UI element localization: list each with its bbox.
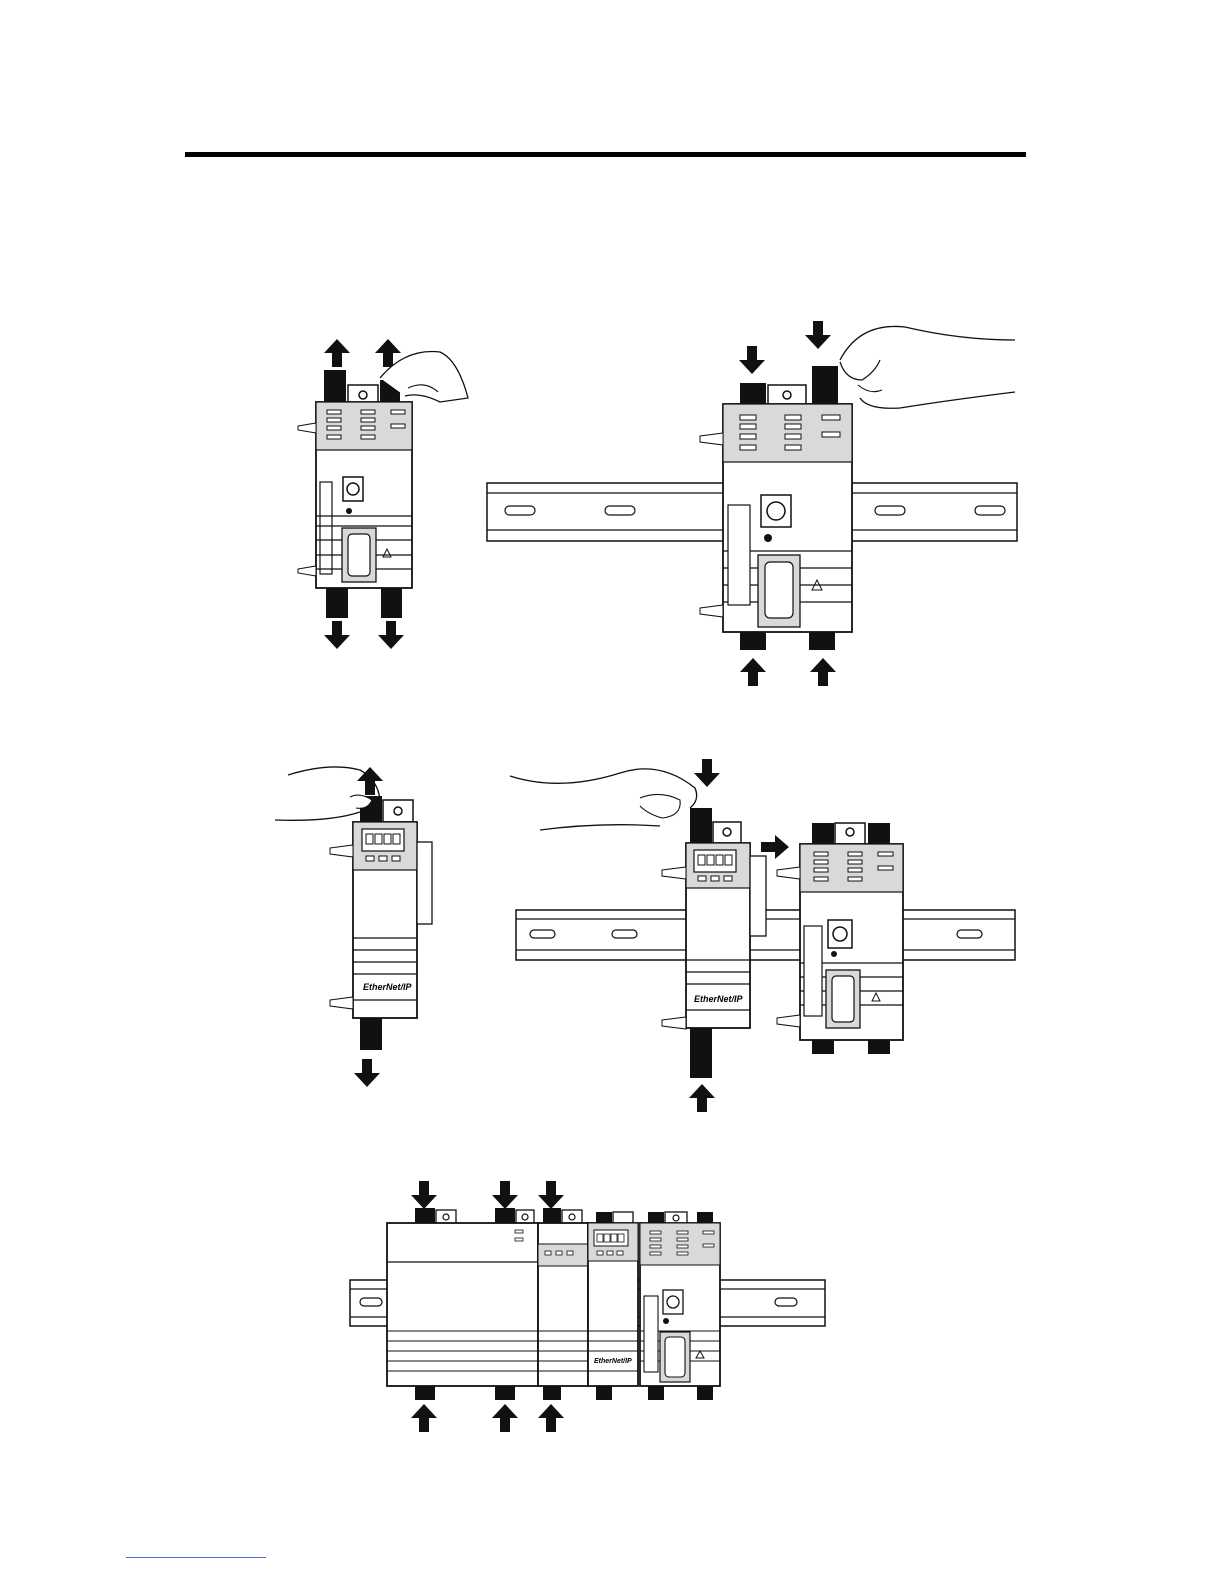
arrow-up-icon — [740, 658, 766, 686]
arrow-down-icon — [694, 759, 720, 787]
arrow-down-icon — [805, 321, 831, 349]
arrow-down-icon — [378, 621, 404, 649]
figure-install-adapter-on-rail — [487, 321, 1017, 686]
arrow-up-icon — [538, 1404, 564, 1432]
figure-remove-ethernet-module: EtherNet/IP — [275, 767, 432, 1087]
arrow-down-icon — [492, 1181, 518, 1209]
footer-link-underline — [126, 1557, 266, 1558]
arrow-up-icon — [810, 658, 836, 686]
arrow-up-icon — [324, 339, 350, 367]
figure-remove-adapter-module — [298, 339, 468, 649]
arrow-up-icon — [492, 1404, 518, 1432]
figure-assembled-system-on-rail: EtherNet/IP — [350, 1181, 825, 1432]
ethernet-logo: EtherNet/IP — [694, 994, 744, 1004]
arrow-up-icon — [689, 1084, 715, 1112]
figure-slide-ethernet-module-to-adapter: EtherNet/IP — [510, 759, 1015, 1112]
arrow-down-icon — [324, 621, 350, 649]
arrow-down-icon — [739, 346, 765, 374]
ethernet-logo: EtherNet/IP — [594, 1358, 632, 1365]
arrow-down-icon — [411, 1181, 437, 1209]
arrow-down-icon — [354, 1059, 380, 1087]
arrow-up-icon — [411, 1404, 437, 1432]
arrow-down-icon — [538, 1181, 564, 1209]
ethernet-logo: EtherNet/IP — [363, 982, 413, 992]
